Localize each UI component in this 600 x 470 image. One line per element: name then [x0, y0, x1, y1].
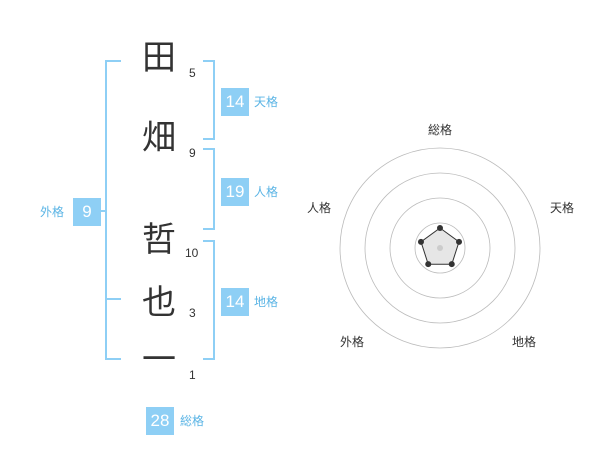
gaikaku-bracket: [105, 60, 121, 360]
jinkaku-bracket: [203, 148, 215, 230]
radar-ring-4: [339, 147, 541, 349]
chikaku-label: 地格: [254, 295, 279, 309]
gaikaku-label: 外格: [40, 205, 65, 219]
name-char-2: 畑: [142, 118, 176, 158]
tenkaku-value: 14: [221, 88, 249, 116]
gaikaku-bracket-tick: [105, 298, 121, 300]
radar-point-5: [417, 238, 424, 245]
radar-axis-label-tenkaku: 天格: [550, 201, 575, 215]
radar-axis-label-gaikaku: 外格: [340, 335, 365, 349]
stroke-count-1: 5: [189, 66, 196, 80]
radar-axis-label-soukaku: 総格: [428, 123, 453, 137]
stroke-count-4: 3: [189, 306, 196, 320]
stroke-count-3: 10: [185, 246, 199, 260]
chikaku-value: 14: [221, 288, 249, 316]
soukaku-label: 総格: [180, 414, 205, 428]
radar-axis-label-jinkaku: 人格: [307, 201, 332, 215]
radar-ring-2: [389, 197, 491, 299]
radar-center-dot: [437, 245, 443, 251]
radar-point-4: [425, 261, 432, 268]
radar-axis-label-chikaku: 地格: [512, 335, 537, 349]
radar-chart: [339, 147, 541, 349]
name-char-3: 哲: [142, 220, 176, 260]
soukaku-value: 28: [146, 407, 174, 435]
radar-point-2: [456, 238, 463, 245]
name-char-1: 田: [142, 38, 176, 78]
name-char-5: 一: [142, 340, 176, 380]
chikaku-bracket: [203, 240, 215, 360]
stroke-count-2: 9: [189, 146, 196, 160]
radar-point-1: [437, 225, 443, 231]
gaikaku-connector: [101, 210, 105, 212]
radar-ring-1: [414, 222, 466, 274]
tenkaku-bracket: [203, 60, 215, 140]
radar-point-3: [448, 261, 455, 268]
gaikaku-value: 9: [73, 198, 101, 226]
jinkaku-label: 人格: [254, 185, 279, 199]
radar-ring-3: [364, 172, 516, 324]
jinkaku-value: 19: [221, 178, 249, 206]
stroke-count-5: 1: [189, 368, 196, 382]
name-char-4: 也: [142, 283, 176, 323]
tenkaku-label: 天格: [254, 95, 279, 109]
